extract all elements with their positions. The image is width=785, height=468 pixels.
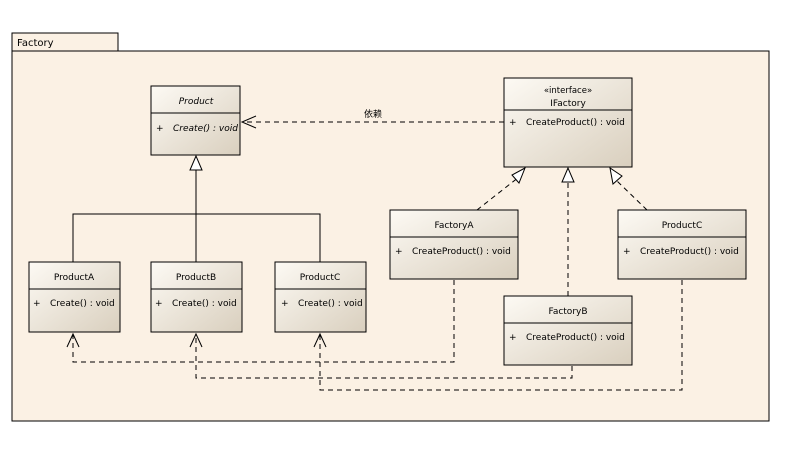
operation: CreateProduct() : void	[412, 247, 511, 257]
class-name: ProductA	[54, 273, 95, 283]
class-productB[interactable]: ProductB + Create() : void	[150, 261, 243, 333]
class-name: FactoryA	[434, 221, 474, 231]
realization-arrowhead-factoryC	[609, 166, 623, 185]
op-visibility: +	[155, 299, 163, 309]
interface-ifactory[interactable]: «interface» IFactory + CreateProduct() :…	[503, 77, 633, 168]
class-product[interactable]: Product + Create() : void	[150, 85, 241, 156]
op-visibility: +	[395, 247, 403, 257]
realization-arrowhead-factoryA	[511, 166, 526, 184]
create-dep-arrow-productB	[189, 332, 203, 348]
class-name: ProductC	[300, 273, 340, 283]
op-visibility: +	[623, 247, 631, 257]
operation: Create() : void	[298, 299, 363, 309]
create-dep-factoryC-productC	[319, 280, 683, 391]
class-name: ProductC	[662, 221, 702, 231]
class-productA[interactable]: ProductA + Create() : void	[28, 261, 121, 333]
class-factoryB[interactable]: FactoryB + CreateProduct() : void	[503, 295, 633, 366]
op-visibility: +	[33, 299, 41, 309]
operation: Create() : void	[50, 299, 115, 309]
operation: CreateProduct() : void	[526, 333, 625, 343]
class-factoryA[interactable]: FactoryA + CreateProduct() : void	[389, 209, 519, 280]
op-visibility: +	[156, 124, 164, 134]
class-name: FactoryB	[548, 307, 587, 317]
op-visibility: +	[509, 118, 517, 128]
operation: CreateProduct() : void	[526, 118, 625, 128]
op-visibility: +	[281, 299, 289, 309]
operation: CreateProduct() : void	[640, 247, 739, 257]
class-name: Product	[179, 97, 214, 107]
operation: Create() : void	[172, 299, 237, 309]
class-factoryC[interactable]: ProductC + CreateProduct() : void	[617, 209, 747, 280]
realization-line-factoryC	[616, 180, 648, 211]
inheritance-arrowhead	[189, 154, 203, 171]
connectors	[66, 115, 683, 391]
stereotype: «interface»	[544, 86, 592, 96]
realization-arrowhead-factoryB	[561, 166, 575, 183]
operation: Create() : void	[173, 124, 238, 134]
dependency-arrowhead	[240, 115, 257, 129]
class-name: ProductB	[176, 273, 216, 283]
dependency-label: 依赖	[364, 108, 382, 120]
class-productC[interactable]: ProductC + Create() : void	[274, 261, 367, 333]
create-dep-factoryA-productA	[72, 280, 455, 363]
create-dep-factoryB-productB	[195, 334, 573, 379]
package-name: Factory	[17, 38, 54, 49]
op-visibility: +	[509, 333, 517, 343]
class-name: IFactory	[550, 99, 586, 109]
create-dep-arrow-productC	[313, 332, 327, 348]
create-dep-arrow-productA	[66, 332, 80, 348]
